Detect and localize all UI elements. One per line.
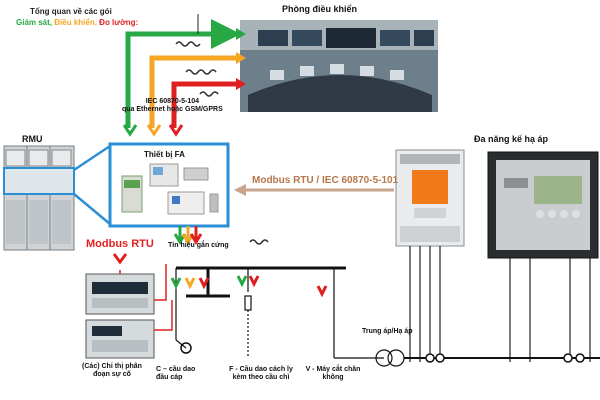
fault-indicator-label: (Các) Chỉ thị phân đoạn sự cố [82, 363, 142, 379]
switch-f-label: F - Cầu dao cách ly kèm theo cầu chì [229, 366, 293, 382]
signal-arrows-top [125, 19, 246, 128]
protocol-top-label: IEC 60870-5-104 qua Ethernet hoặc GSM/GP… [122, 98, 223, 114]
zoom-lines [73, 144, 111, 225]
signal-squiggle [249, 239, 269, 245]
protocol-top-line2: qua Ethernet hoặc GSM/GPRS [122, 106, 223, 114]
rmu-label: RMU [22, 134, 43, 144]
modbus-iec-label: Modbus RTU / IEC 60870-5-101 [252, 175, 399, 186]
fa-device-images [121, 163, 219, 215]
transformer-label: Trung áp/Hạ áp [362, 328, 413, 335]
fa-down-arrows [112, 226, 203, 265]
signal-squiggle [175, 41, 201, 47]
single-line-diagram [175, 266, 600, 367]
switch-signal-arrows [170, 275, 328, 298]
meter-label: Đa năng kế hạ áp [474, 134, 549, 144]
rmu-cabinet [3, 145, 75, 251]
signal-squiggle [185, 69, 217, 75]
protocol-chevrons [122, 124, 184, 137]
meter-large [487, 151, 599, 259]
signal-squiggle [199, 91, 219, 97]
fault-indicator-device-1 [85, 273, 155, 315]
legend-title: Tổng quan về các gói [30, 7, 112, 16]
meter-wires [409, 246, 591, 362]
device-red-lines [119, 264, 173, 331]
protocol-top-line1: IEC 60870-5-104 [145, 98, 200, 105]
legend-item-monitoring: Giám sát, [16, 18, 53, 27]
fa-device-label: Thiết bị FA [144, 150, 185, 159]
meter-small [395, 149, 465, 247]
switch-v-label: V - Máy cắt chân không [305, 366, 361, 382]
legend-item-measurement: Đo lường: [99, 18, 139, 27]
legend-items: Giám sát, Điều khiển, Đo lường: [16, 18, 138, 27]
control-room-title: Phòng điều khiển [282, 4, 358, 14]
control-room-photo [240, 20, 438, 112]
fault-indicator-device-2 [85, 319, 155, 359]
modbus-rtu-label: Modbus RTU [86, 238, 154, 250]
legend-item-control: Điều khiển, [54, 18, 97, 27]
signal-wired-label: Tín hiệu gắn cứng [168, 242, 229, 249]
switch-c-label: C – cầu dao đầu cáp [156, 366, 196, 382]
modbus-iec-arrow [234, 184, 394, 196]
